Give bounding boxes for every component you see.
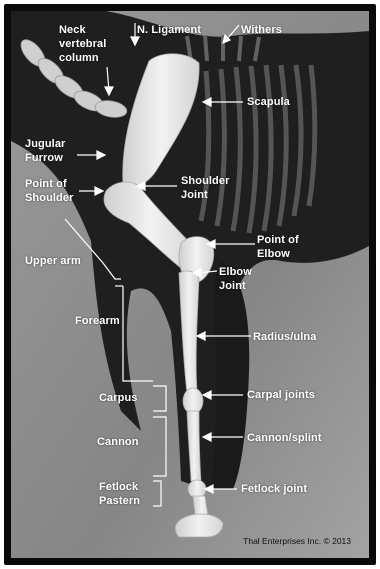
label-upper-arm: Upper arm: [25, 254, 81, 268]
label-fetlock: Fetlock: [99, 480, 138, 494]
label-shoulder-joint-line1: Shoulder: [181, 174, 229, 188]
label-pastern: Pastern: [99, 494, 140, 508]
label-cannon: Cannon: [97, 435, 139, 449]
label-neck-vertebral-column-line2: vertebral: [59, 37, 106, 51]
horse-anatomy-illustration: [11, 11, 369, 558]
label-scapula: Scapula: [247, 95, 290, 109]
label-elbow-joint: Elbow Joint: [219, 265, 252, 293]
label-carpus: Carpus: [99, 391, 138, 405]
label-elbow-joint-line1: Elbow: [219, 265, 252, 279]
label-n-ligament: N. Ligament: [137, 23, 201, 37]
label-point-of-shoulder-line1: Point of: [25, 177, 73, 191]
label-jugular-furrow: Jugular Furrow: [25, 137, 65, 165]
label-forearm: Forearm: [75, 314, 120, 328]
label-carpal-joints: Carpal joints: [247, 388, 315, 402]
label-shoulder-joint: Shoulder Joint: [181, 174, 229, 202]
label-shoulder-joint-line2: Joint: [181, 188, 229, 202]
copyright-credit: Thal Enterprises Inc. © 2013: [243, 536, 351, 546]
fetlock-bone: [188, 480, 206, 498]
label-point-of-elbow-line2: Elbow: [257, 247, 299, 261]
carpal-bones: [183, 388, 203, 414]
label-radius-ulna: Radius/ulna: [253, 330, 316, 344]
label-point-of-shoulder: Point of Shoulder: [25, 177, 73, 205]
label-neck-vertebral-column: Neck vertebral column: [59, 23, 106, 65]
label-elbow-joint-line2: Joint: [219, 279, 252, 293]
label-point-of-shoulder-line2: Shoulder: [25, 191, 73, 205]
label-neck-vertebral-column-line3: column: [59, 51, 106, 65]
label-neck-vertebral-column-line1: Neck: [59, 23, 106, 37]
label-point-of-elbow: Point of Elbow: [257, 233, 299, 261]
label-cannon-splint: Cannon/splint: [247, 431, 322, 445]
label-jugular-furrow-line2: Furrow: [25, 151, 65, 165]
label-jugular-furrow-line1: Jugular: [25, 137, 65, 151]
label-point-of-elbow-line1: Point of: [257, 233, 299, 247]
label-fetlock-joint: Fetlock joint: [241, 482, 307, 496]
label-withers: Withers: [241, 23, 282, 37]
horse-skeleton-photo: Neck vertebral column N. Ligament Wither…: [11, 11, 369, 558]
